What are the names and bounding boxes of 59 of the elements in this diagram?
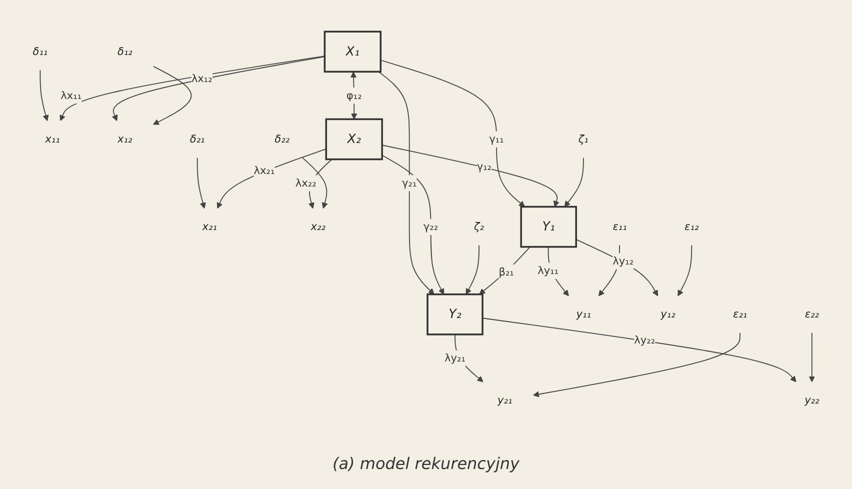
edge-label: λy₂₁ [444,351,466,364]
node-text: δ₁₁ [32,44,48,58]
arrow [454,334,484,382]
arrow [302,157,328,208]
edge-label: λy₂₂ [634,334,656,346]
node-text: δ₂₂ [274,132,290,146]
caption: (a) model rekurencyjny [332,454,520,473]
edge-label: λy₁₁ [538,264,559,277]
arrow [60,55,326,121]
edge-label: φ₁₂ [346,88,362,102]
arrow [598,244,620,296]
edge-label: λy₁₂ [612,254,634,267]
arrow [576,238,658,296]
arrow [350,71,358,120]
node-text: x₁₁ [45,132,60,146]
node-box: Y₂ [426,293,484,336]
arrow [153,66,192,125]
arrow [308,158,332,208]
node-box: Y₁ [520,206,577,248]
edge-label: γ₂₂ [423,220,438,233]
edge-label: λx₂₂ [295,176,316,189]
arrow [382,144,560,207]
node-text: y₂₂ [804,394,820,406]
edge-label: λx₁₁ [60,88,82,102]
node-text: ζ₂ [474,220,484,233]
edge-label: λx₁₂ [191,72,212,84]
arrow [378,71,434,294]
node-text: δ₁₂ [117,44,132,58]
edge-label: λx₂₁ [254,164,275,176]
node-text: ε₁₁ [612,220,627,233]
node-text: δ₂₁ [190,132,205,146]
arrow [808,332,815,382]
arrow [479,246,531,294]
node-text: x₁₂ [117,132,132,146]
arrow [533,332,740,398]
edge-label: β₂₁ [498,265,514,278]
node-text: y₁₂ [660,308,676,320]
node-text: x₂₁ [202,220,217,233]
node-text: ε₁₂ [684,220,699,233]
node-text: ε₂₂ [804,308,819,320]
arrow [564,157,584,207]
arrow [482,317,796,382]
arrow [466,244,480,294]
arrow [548,246,569,296]
arrow [678,244,692,296]
node-text: y₁₁ [576,308,591,320]
arrow [196,157,206,208]
arrow [112,56,326,121]
node-text: y₂₁ [497,394,512,406]
edge-label: γ₁₁ [489,132,504,146]
node-text: x₂₂ [310,220,326,233]
arrow [40,69,49,121]
arrow [216,148,327,208]
edge-label: γ₁₂ [476,160,492,173]
node-text: ε₂₁ [732,308,748,320]
node-text: ζ₁ [578,132,588,146]
arrow [380,60,525,207]
arrow [382,154,444,294]
edge-label: γ₂₁ [402,176,417,189]
